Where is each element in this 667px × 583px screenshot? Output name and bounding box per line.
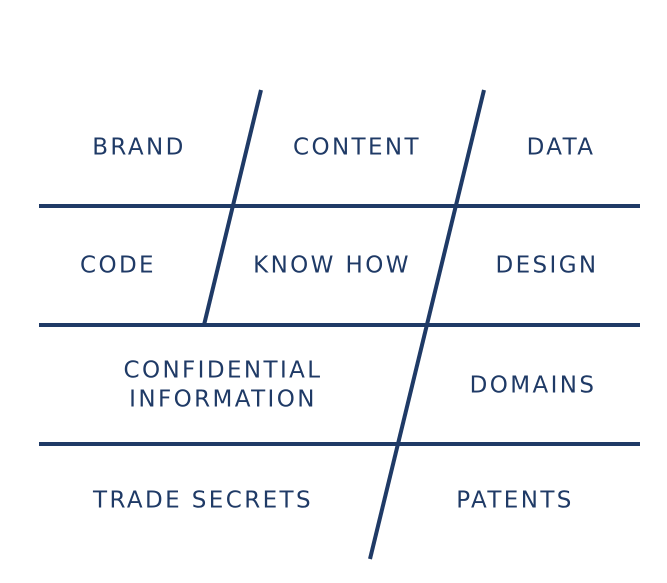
label-confidential-line-2: INFORMATION — [129, 387, 317, 413]
label-data: DATA — [527, 135, 596, 161]
label-content: CONTENT — [293, 135, 421, 161]
grid-lines — [39, 89, 640, 560]
slanted-divider-right — [368, 89, 486, 560]
label-patents: PATENTS — [456, 488, 574, 514]
label-domains: DOMAINS — [470, 373, 597, 399]
label-confidential-line-1: CONFIDENTIAL — [123, 358, 322, 384]
cell-labels: BRAND CONTENT DATA CODE KNOW HOW DESIGN … — [80, 135, 598, 514]
slanted-divider-left — [202, 89, 263, 326]
label-know-how: KNOW HOW — [253, 253, 411, 279]
label-design: DESIGN — [495, 253, 598, 279]
label-code: CODE — [80, 253, 156, 279]
label-trade-secrets: TRADE SECRETS — [92, 488, 313, 514]
label-brand: BRAND — [92, 135, 185, 161]
